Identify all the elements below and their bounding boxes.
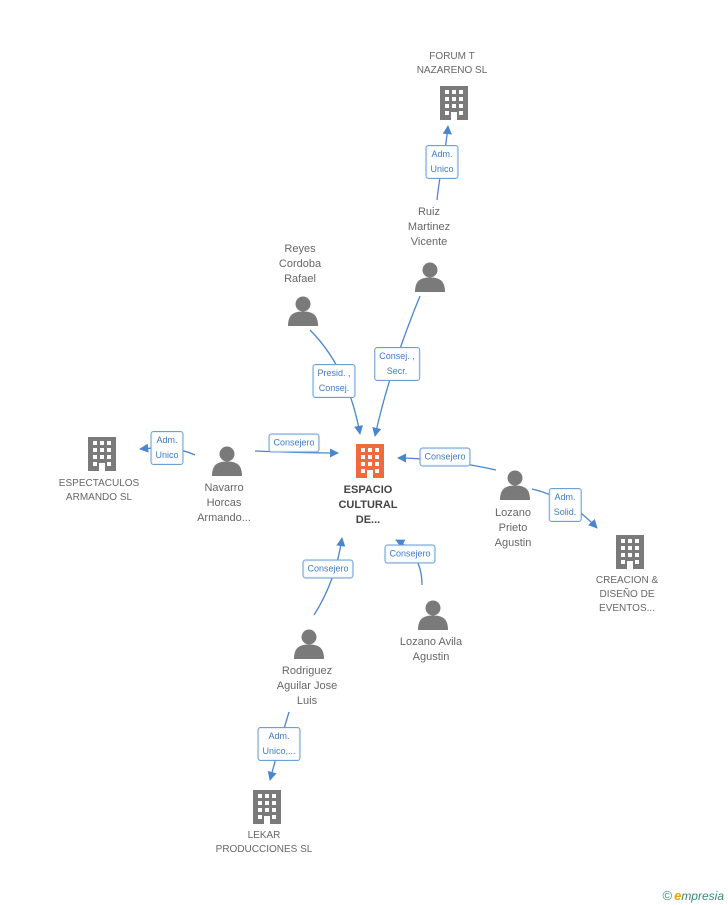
person-icon-reyes[interactable] xyxy=(288,296,318,327)
brand-initial: e xyxy=(674,888,682,903)
building-icon-espectaculos[interactable] xyxy=(88,437,116,471)
empresia-brand-logo[interactable]: ©empresia xyxy=(662,888,724,903)
copyright-icon: © xyxy=(662,888,673,903)
edge-label-ruiz-center: Consej. , Secr. xyxy=(374,347,420,381)
lozano-prieto-person-label[interactable]: Lozano Prieto Agustin xyxy=(494,507,532,549)
edge-label-navarro-center: Consejero xyxy=(268,433,320,453)
center-company-label[interactable]: ESPACIO CULTURAL DE... xyxy=(338,484,398,526)
building-icon-forum[interactable] xyxy=(440,86,468,120)
person-icon-navarro[interactable] xyxy=(212,446,242,477)
ruiz-person-label[interactable]: Ruiz Martinez Vicente xyxy=(407,206,451,248)
person-icon-rodriguez[interactable] xyxy=(294,629,324,660)
edge-label-lozano-prieto-center: Consejero xyxy=(419,447,471,467)
brand-name: mpresia xyxy=(681,889,724,903)
forum-company-label[interactable]: FORUM T NAZARENO SL xyxy=(416,51,488,76)
creacion-company-label[interactable]: CREACION & DISEÑO DE EVENTOS... xyxy=(595,575,659,614)
building-icon-center[interactable] xyxy=(356,444,384,478)
edge-label-lozano-prieto-creacion: Adm. Solid. xyxy=(548,488,582,522)
edge-label-lozano-avila-center: Consejero xyxy=(384,544,436,564)
edge-label-rodriguez-lekar: Adm. Unico,... xyxy=(257,727,301,761)
person-icon-ruiz[interactable] xyxy=(415,262,445,293)
navarro-person-label[interactable]: Navarro Horcas Armando... xyxy=(197,482,251,524)
edge-label-navarro-espectaculos: Adm. Unico xyxy=(150,431,184,465)
lekar-company-label[interactable]: LEKAR PRODUCCIONES SL xyxy=(215,830,313,855)
person-icon-lozano-prieto[interactable] xyxy=(500,470,530,501)
building-icon-lekar[interactable] xyxy=(253,790,281,824)
edge-label-reyes-center: Presid. , Consej. xyxy=(312,364,356,398)
reyes-person-label[interactable]: Reyes Cordoba Rafael xyxy=(278,243,322,285)
espectaculos-company-label[interactable]: ESPECTACULOS ARMANDO SL xyxy=(58,478,140,503)
edge-label-rodriguez-center: Consejero xyxy=(302,559,354,579)
rodriguez-person-label[interactable]: Rodriguez Aguilar Jose Luis xyxy=(276,665,338,707)
edge-label-ruiz-forum: Adm. Unico xyxy=(425,145,459,179)
building-icon-creacion[interactable] xyxy=(616,535,644,569)
person-icon-lozano-avila[interactable] xyxy=(418,600,448,631)
lozano-avila-person-label[interactable]: Lozano Avila Agustin xyxy=(399,636,463,663)
